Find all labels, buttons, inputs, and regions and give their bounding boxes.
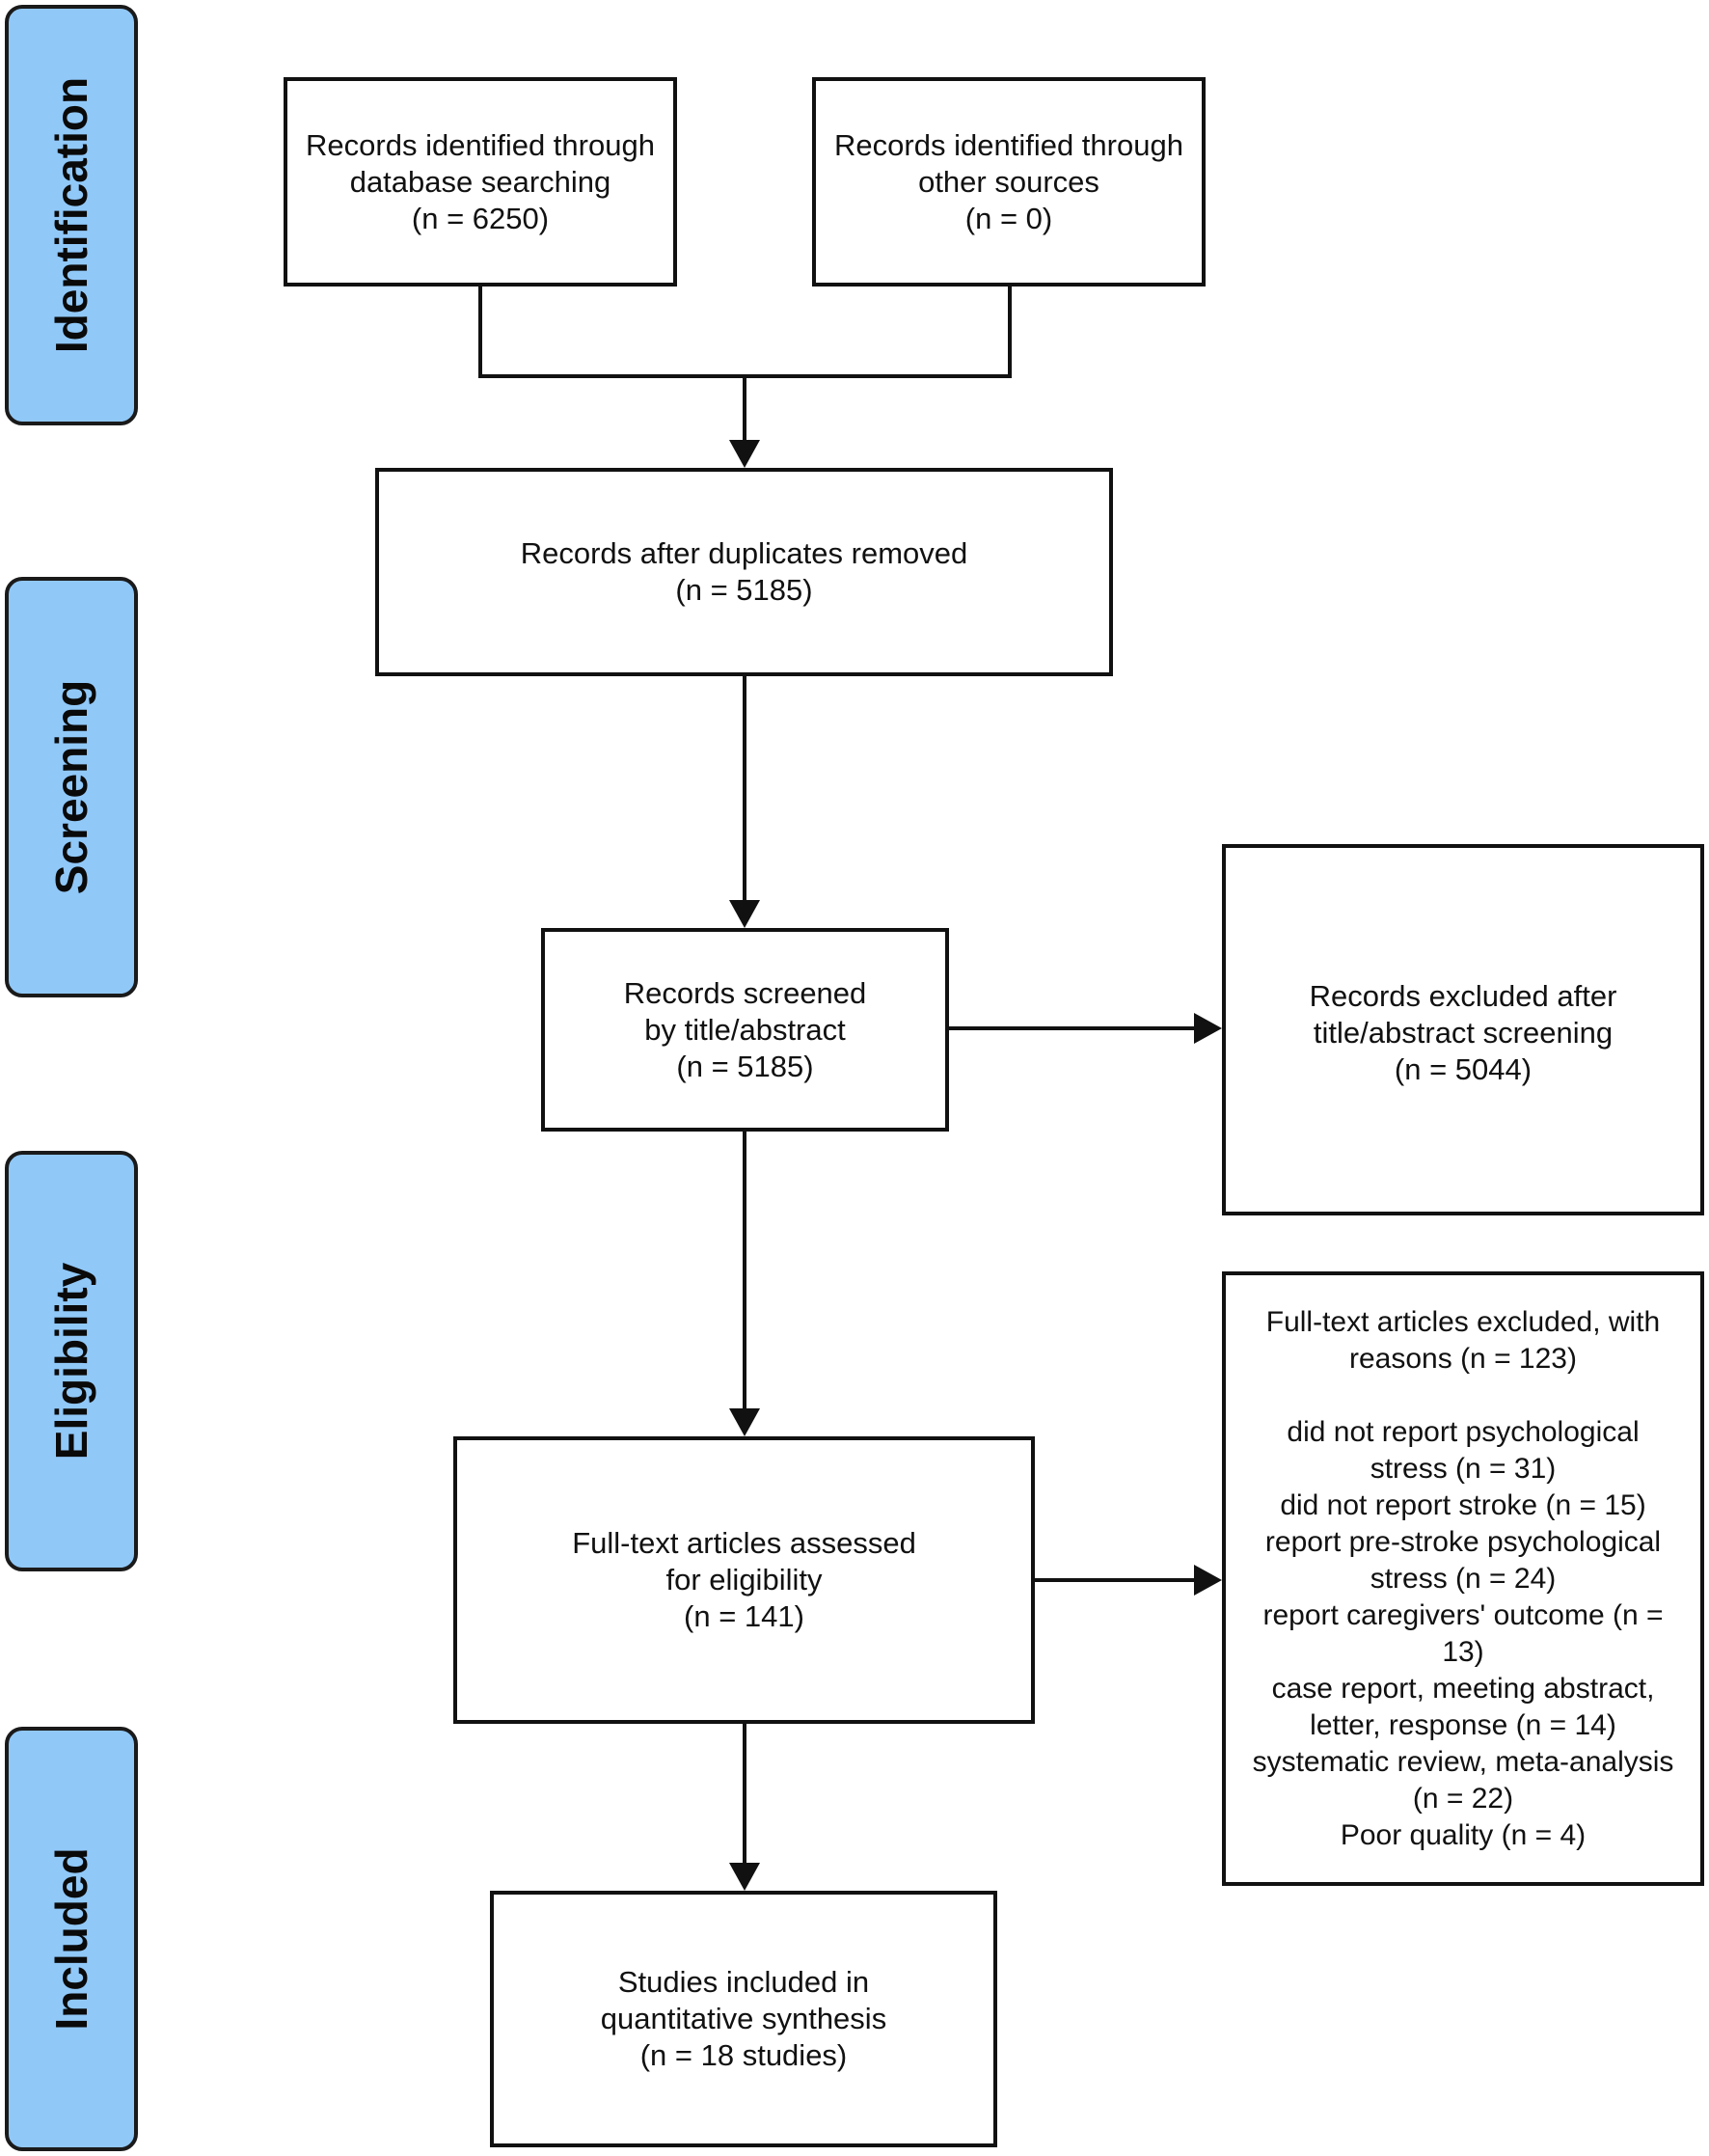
fulltext-excluded-heading1: Full-text articles excluded, with	[1265, 1305, 1661, 1338]
fulltext-assessed-line2: for eligibility	[665, 1563, 823, 1597]
arrow-to-fulltext	[729, 1408, 760, 1436]
phase-screening: Screening	[5, 577, 138, 997]
exclusion-reason: report caregivers' outcome (n =	[1262, 1598, 1664, 1631]
box-after-duplicates: Records after duplicates removed (n = 51…	[375, 468, 1113, 676]
records-excluded-line1: Records excluded after	[1309, 979, 1617, 1013]
box-fulltext-assessed: Full-text articles assessed for eligibil…	[453, 1436, 1035, 1724]
fulltext-excluded-heading2: reasons (n = 123)	[1349, 1342, 1577, 1375]
exclusion-reason: Poor quality (n = 4)	[1340, 1818, 1587, 1851]
fulltext-excluded-spacer	[1459, 1378, 1467, 1414]
box-studies-included: Studies included in quantitative synthes…	[490, 1891, 997, 2147]
arrow-to-duplicates	[729, 440, 760, 468]
phase-eligibility: Eligibility	[5, 1151, 138, 1571]
exclusion-reason: letter, response (n = 14)	[1310, 1708, 1616, 1741]
records-screened-line2: by title/abstract	[644, 1012, 846, 1047]
arrow-to-fulltext-excluded	[1194, 1565, 1222, 1596]
exclusion-reason: case report, meeting abstract,	[1271, 1672, 1655, 1705]
box-fulltext-excluded: Full-text articles excluded, with reason…	[1222, 1271, 1704, 1886]
phase-identification: Identification	[5, 5, 138, 425]
phase-included: Included	[5, 1727, 138, 2151]
arrow-to-screened	[729, 900, 760, 928]
studies-included-line1: Studies included in	[617, 1965, 870, 1999]
connector-database-merge	[478, 285, 1012, 378]
fulltext-assessed-line1: Full-text articles assessed	[572, 1526, 916, 1560]
exclusion-reason: did not report stroke (n = 15)	[1280, 1488, 1646, 1521]
database-records-line2: database searching	[349, 164, 611, 199]
records-excluded-line2: title/abstract screening	[1313, 1016, 1614, 1050]
database-records-count: (n = 6250)	[411, 201, 550, 235]
records-screened-count: (n = 5185)	[676, 1049, 814, 1083]
exclusion-reason: did not report psychological	[1287, 1415, 1640, 1448]
other-sources-line1: Records identified through	[834, 127, 1183, 162]
box-records-screened: Records screened by title/abstract (n = …	[541, 928, 949, 1132]
arrow-to-included	[729, 1863, 760, 1891]
studies-included-line2: quantitative synthesis	[600, 2002, 887, 2035]
records-excluded-count: (n = 5044)	[1394, 1052, 1533, 1086]
exclusion-reason: stress (n = 31)	[1370, 1452, 1557, 1485]
fulltext-assessed-count: (n = 141)	[684, 1599, 804, 1633]
other-sources-line2: other sources	[918, 164, 1099, 199]
exclusion-reason: report pre-stroke psychological	[1264, 1525, 1662, 1558]
box-database-records: Records identified through database sear…	[284, 77, 677, 287]
exclusion-reason: systematic review, meta-analysis	[1252, 1745, 1674, 1778]
after-duplicates-count: (n = 5185)	[675, 573, 813, 607]
exclusion-reason: 13)	[1442, 1635, 1484, 1668]
exclusion-reason: (n = 22)	[1412, 1782, 1514, 1815]
other-sources-count: (n = 0)	[964, 201, 1053, 235]
studies-included-count: (n = 18 studies)	[639, 2038, 848, 2072]
arrow-to-excluded-screening	[1194, 1013, 1222, 1044]
database-records-line1: Records identified through	[306, 127, 655, 162]
records-screened-line1: Records screened	[623, 975, 867, 1010]
after-duplicates-line1: Records after duplicates removed	[520, 536, 968, 570]
exclusion-reason: stress (n = 24)	[1370, 1562, 1557, 1595]
box-other-sources: Records identified through other sources…	[812, 77, 1206, 287]
box-records-excluded: Records excluded after title/abstract sc…	[1222, 844, 1704, 1215]
